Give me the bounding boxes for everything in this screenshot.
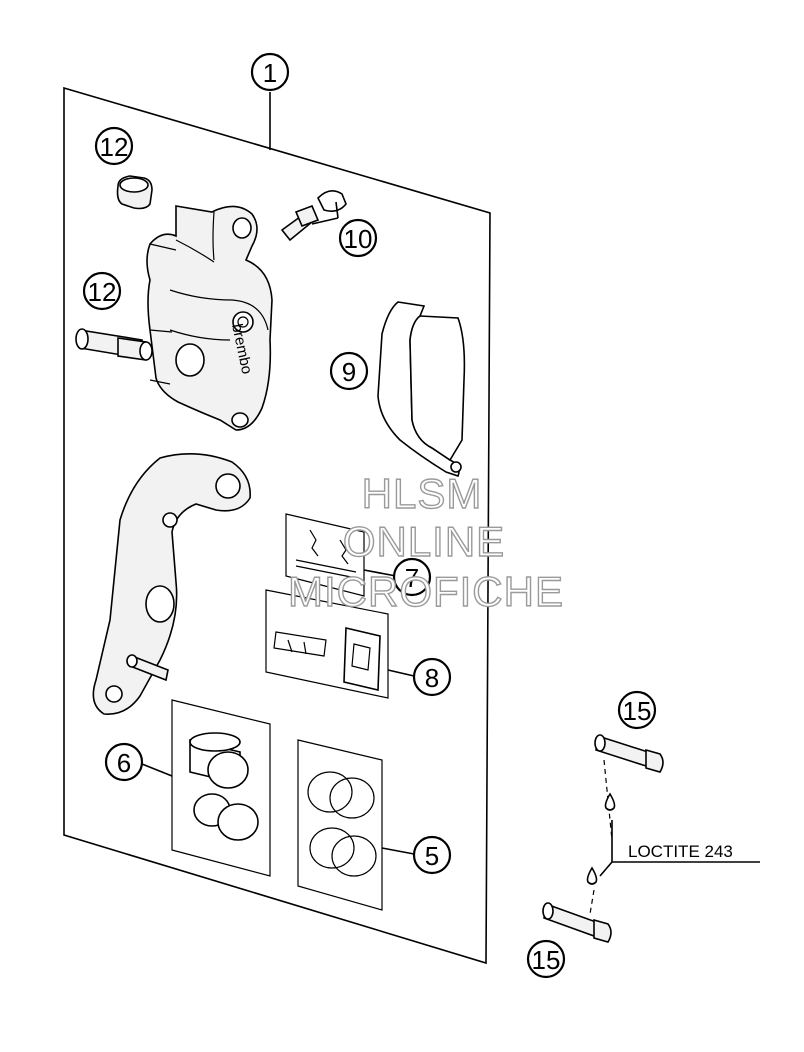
callout-1-label: 1 xyxy=(263,58,277,88)
guide-pin-part xyxy=(75,328,153,361)
bolt-upper-part xyxy=(594,734,664,773)
callout-12-mid-label: 12 xyxy=(88,277,117,307)
piston-kit-part xyxy=(171,699,271,877)
callout-5-label: 5 xyxy=(425,841,439,871)
watermark-line-3: MICROFICHE xyxy=(288,568,564,615)
callout-6: 6 xyxy=(104,742,144,782)
callout-12-top: 12 xyxy=(94,126,134,166)
caliper-bracket-part xyxy=(92,453,251,715)
callout-15-upper-label: 15 xyxy=(623,696,652,726)
watermark: HLSM ONLINE MICROFICHE xyxy=(287,469,564,615)
callout-12-top-label: 12 xyxy=(100,132,129,162)
bolt-lower-part xyxy=(542,902,612,943)
callout-1: 1 xyxy=(250,52,290,92)
callout-8-label: 8 xyxy=(425,663,439,693)
loctite-leader xyxy=(599,820,760,877)
callout-10: 10 xyxy=(338,218,378,258)
callout-12-mid: 12 xyxy=(82,271,122,311)
callout-6-label: 6 xyxy=(117,748,131,778)
threadlock-drop-upper xyxy=(604,792,616,811)
bleeder-screw-part xyxy=(280,190,347,242)
lower-bolt-axis xyxy=(589,889,595,915)
callout-15-lower-label: 15 xyxy=(532,945,561,975)
callout-8: 8 xyxy=(412,657,452,697)
watermark-line-2: ONLINE xyxy=(343,518,505,565)
watermark-line-1: HLSM xyxy=(362,470,483,517)
callout-15-lower: 15 xyxy=(526,939,566,979)
callout-8-leader xyxy=(387,669,415,677)
callout-9: 9 xyxy=(329,351,369,391)
callout-10-label: 10 xyxy=(344,224,373,254)
bushing-part xyxy=(116,175,153,210)
callout-7-leader xyxy=(363,569,397,577)
pad-pin-kit-part xyxy=(285,513,365,597)
loctite-label: LOCTITE 243 xyxy=(628,842,733,861)
brake-caliper-body xyxy=(146,205,273,431)
callout-10-leader xyxy=(311,217,339,225)
callout-15-upper: 15 xyxy=(617,690,657,730)
callout-9-label: 9 xyxy=(342,357,356,387)
brake-pads-part xyxy=(377,301,466,477)
callout-7: 7 xyxy=(392,557,432,597)
seal-kit-part xyxy=(297,739,383,911)
callout-7-label: 7 xyxy=(405,563,419,593)
callout-6-leader xyxy=(141,763,173,777)
pad-spring-kit-part xyxy=(265,589,389,699)
threadlock-drop-lower xyxy=(586,866,598,885)
callout-5: 5 xyxy=(412,835,452,875)
callout-5-leader xyxy=(381,847,415,855)
